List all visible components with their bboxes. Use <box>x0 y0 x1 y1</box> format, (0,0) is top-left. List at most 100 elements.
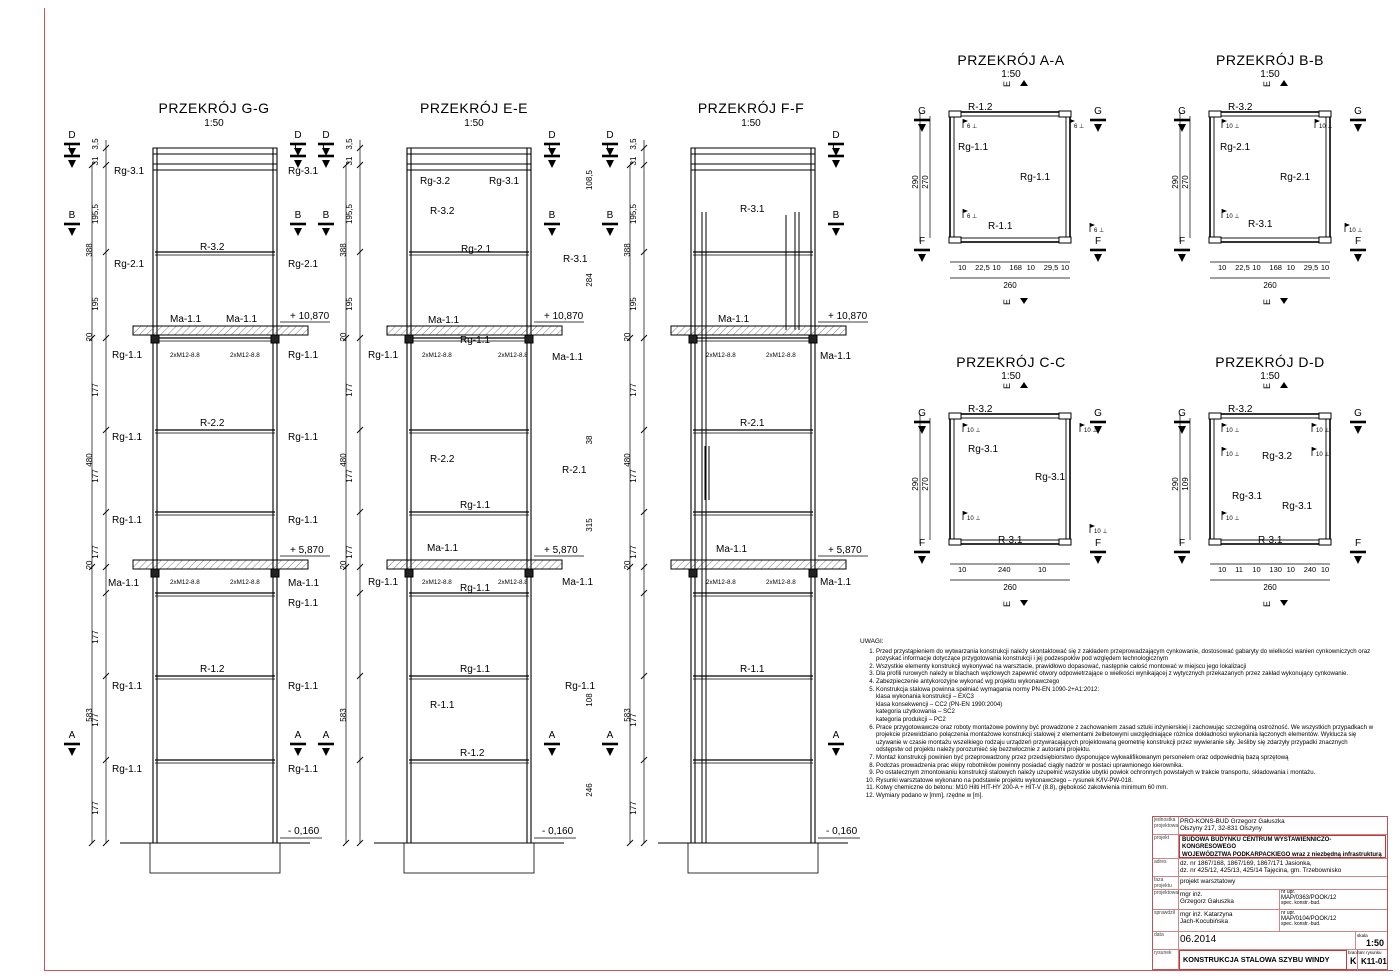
corner-plate <box>948 236 962 244</box>
dimension-text: 31 <box>629 156 638 165</box>
cut-marker-c: C <box>294 142 301 153</box>
member-label: Rg-3.1 <box>1035 472 1065 483</box>
tb-date: 06.2014 <box>1180 934 1217 945</box>
member-label: Rg-2.1 <box>1280 172 1310 183</box>
dimension-text: 109 <box>1181 477 1190 491</box>
bolt-label: 2xM12-8.8 <box>766 352 796 359</box>
dimension-text: 388 <box>339 243 348 257</box>
anchor-flag-head <box>1090 223 1095 227</box>
dimension-tick <box>356 248 364 256</box>
dimension-text: 270 <box>921 477 930 491</box>
dimension-text: 38 <box>585 435 594 444</box>
anchor-label: 10 ⊥ <box>967 427 981 434</box>
member-label: Rg-1.1 <box>958 142 988 153</box>
member-label-left: Rg-1.1 <box>112 764 142 775</box>
anchor-flag-head <box>963 119 968 123</box>
bolt-label: 2xM12-8.8 <box>706 352 736 359</box>
dimension-text: 3,5 <box>345 138 354 150</box>
anchor-flag-head <box>1222 209 1227 213</box>
corner-plate <box>948 412 962 420</box>
dimension-text: 10 <box>1252 263 1260 272</box>
note-text: Konstrukcja stalowa powinna spełniać wym… <box>876 685 1100 693</box>
bolt-label: 2xM12-8.8 <box>422 579 452 586</box>
tb-row-phase: faza projektu projekt warsztatowy <box>1153 877 1387 890</box>
anchor-label: 10 ⊥ <box>1226 515 1240 522</box>
corner-plate <box>948 110 962 118</box>
dimension-text: 246 <box>585 783 594 797</box>
anchor-label: 10 ⊥ <box>1226 123 1240 130</box>
cut-marker-arrow <box>548 148 556 156</box>
member-label: R-2.2 <box>430 454 455 465</box>
member-label: Rg-1.1 <box>460 500 490 511</box>
dimension-text: 20 <box>339 332 348 341</box>
tb-phase: projekt warsztatowy <box>1180 878 1236 885</box>
tb-address-line2: dz. nr 425/12, 425/13, 425/14 Tajęcina, … <box>1180 867 1342 875</box>
level-mark: + 10,870 <box>828 311 868 322</box>
dimension-text: 480 <box>85 453 94 467</box>
dimension-tick <box>102 563 110 571</box>
note-sub: klasa wykonania konstrukcji – EXC3 <box>876 693 974 701</box>
anchor-flag-head <box>1090 524 1095 528</box>
cut-marker-c: C <box>606 142 613 153</box>
corner-plate <box>1058 236 1072 244</box>
tb-drawing-number: K11-01 <box>1361 957 1387 966</box>
dimension-text: 284 <box>585 273 594 287</box>
dimension-text: 480 <box>623 453 632 467</box>
level-mark: - 0,160 <box>288 826 320 837</box>
member-label: Rg-3.1 <box>489 176 519 187</box>
note-item: Wymiary podano w [mm], rzędne w [m]. <box>876 792 1375 800</box>
note-item: Prace przygotowawcze oraz roboty montażo… <box>876 724 1375 754</box>
dimension-tick <box>356 839 364 847</box>
anchor-label: 10 ⊥ <box>1226 427 1240 434</box>
concrete-slab <box>132 559 309 570</box>
cut-marker-a: A <box>323 730 330 741</box>
member-label: R-3.1 <box>998 535 1023 546</box>
dimension-tick <box>640 672 648 680</box>
tb-office-address: Olszyny 217, 32-831 Olszyny <box>1180 825 1262 833</box>
anchor-flag-head <box>1345 223 1350 227</box>
cut-marker-arrow <box>1280 298 1288 304</box>
section-scale-aa: 1:50 <box>1001 69 1021 80</box>
dimension-text: 10 <box>958 565 966 574</box>
dimension-text: 480 <box>339 453 348 467</box>
note-item: Montaż konstrukcji powinien być przeprow… <box>876 754 1375 762</box>
foundation-block <box>149 842 281 874</box>
tb-row-project: projekt BUDOWA BUDYNKU CENTRUM WYSTAWIEN… <box>1153 835 1387 859</box>
corner-plate <box>1318 538 1332 546</box>
section-scale-gg: 1:50 <box>204 118 224 129</box>
cut-marker-g: G <box>1094 408 1102 419</box>
bolt-label: 2xM12-8.8 <box>498 352 528 359</box>
dimension-text: 177 <box>629 545 638 559</box>
dimension-text: 290 <box>1171 175 1180 189</box>
dimension-text: 177 <box>345 383 354 397</box>
dimension-tick <box>102 508 110 516</box>
cut-marker-a: A <box>833 730 840 741</box>
cut-marker-arrow <box>606 148 614 156</box>
concrete-slab <box>670 325 847 336</box>
note-sub: klasa konsekwencji – CC2 (PN-EN 1990:200… <box>876 700 1003 708</box>
cut-marker-d: D <box>832 130 839 141</box>
section-scale-bb: 1:50 <box>1260 69 1280 80</box>
dimension-tick <box>342 839 350 847</box>
tb-designer-license: MAP/0363/POOK/12 <box>1281 894 1337 901</box>
dimension-text: 22,5 <box>975 263 990 272</box>
tb-address-line1: dz. nr 1867/168, 1867/169, 1867/171 Jasi… <box>1180 860 1312 867</box>
section-title-dd: PRZEKRÓJ D-D <box>1215 354 1325 370</box>
tb-drawing-title: KONSTRUKCJA STALOWA SZYBU WINDY <box>1183 955 1330 964</box>
section-title-aa: PRZEKRÓJ A-A <box>957 52 1065 68</box>
tb-branch: K <box>1350 956 1357 966</box>
corner-plate <box>1208 110 1222 118</box>
notes-header: UWAGI: <box>860 638 884 645</box>
dimension-text: 20 <box>623 560 632 569</box>
concrete-slab <box>386 559 563 570</box>
cut-marker-f: F <box>919 538 925 549</box>
anchor-label: 10 ⊥ <box>1316 451 1330 458</box>
cut-marker-arrow <box>832 228 840 236</box>
cut-marker-arrow <box>322 148 330 156</box>
dimension-text: 10 <box>1321 263 1329 272</box>
anchor-flag-head <box>1315 119 1320 123</box>
member-label: Rg-1.1 <box>1020 172 1050 183</box>
cut-marker-arrow <box>1280 382 1288 388</box>
dimension-tick <box>640 563 648 571</box>
